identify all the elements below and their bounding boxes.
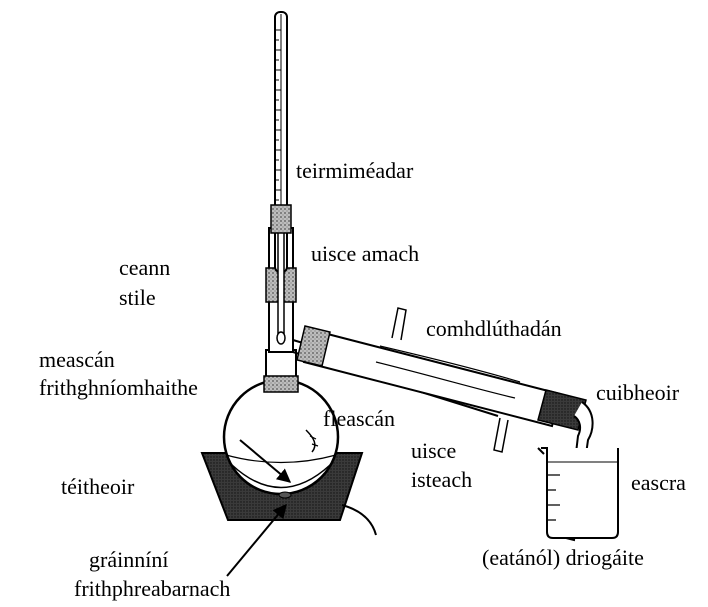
label-heater: téitheoir	[61, 474, 134, 500]
label-water-in-1: uisce	[411, 438, 456, 464]
label-still-head-1: ceann	[119, 255, 170, 281]
label-reaction-mixture-2: frithghníomhaithe	[39, 375, 198, 401]
label-flask: fleascán	[323, 406, 395, 432]
label-condenser: comhdlúthadán	[426, 316, 562, 342]
label-water-in-2: isteach	[411, 467, 472, 493]
label-beaker: eascra	[631, 470, 686, 496]
label-thermometer: teirmiméadar	[296, 158, 413, 184]
flask	[224, 350, 338, 498]
label-reaction-mixture-1: meascán	[39, 347, 115, 373]
beaker	[538, 448, 618, 538]
label-anti-bumping-1: gráinníní	[89, 547, 168, 573]
label-still-head-2: stile	[119, 285, 156, 311]
label-product: (eatánól) driogáite	[482, 545, 644, 571]
label-anti-bumping-2: frithphreabarnach	[74, 576, 230, 602]
label-water-out: uisce amach	[311, 241, 419, 267]
label-adapter: cuibheoir	[596, 380, 679, 406]
